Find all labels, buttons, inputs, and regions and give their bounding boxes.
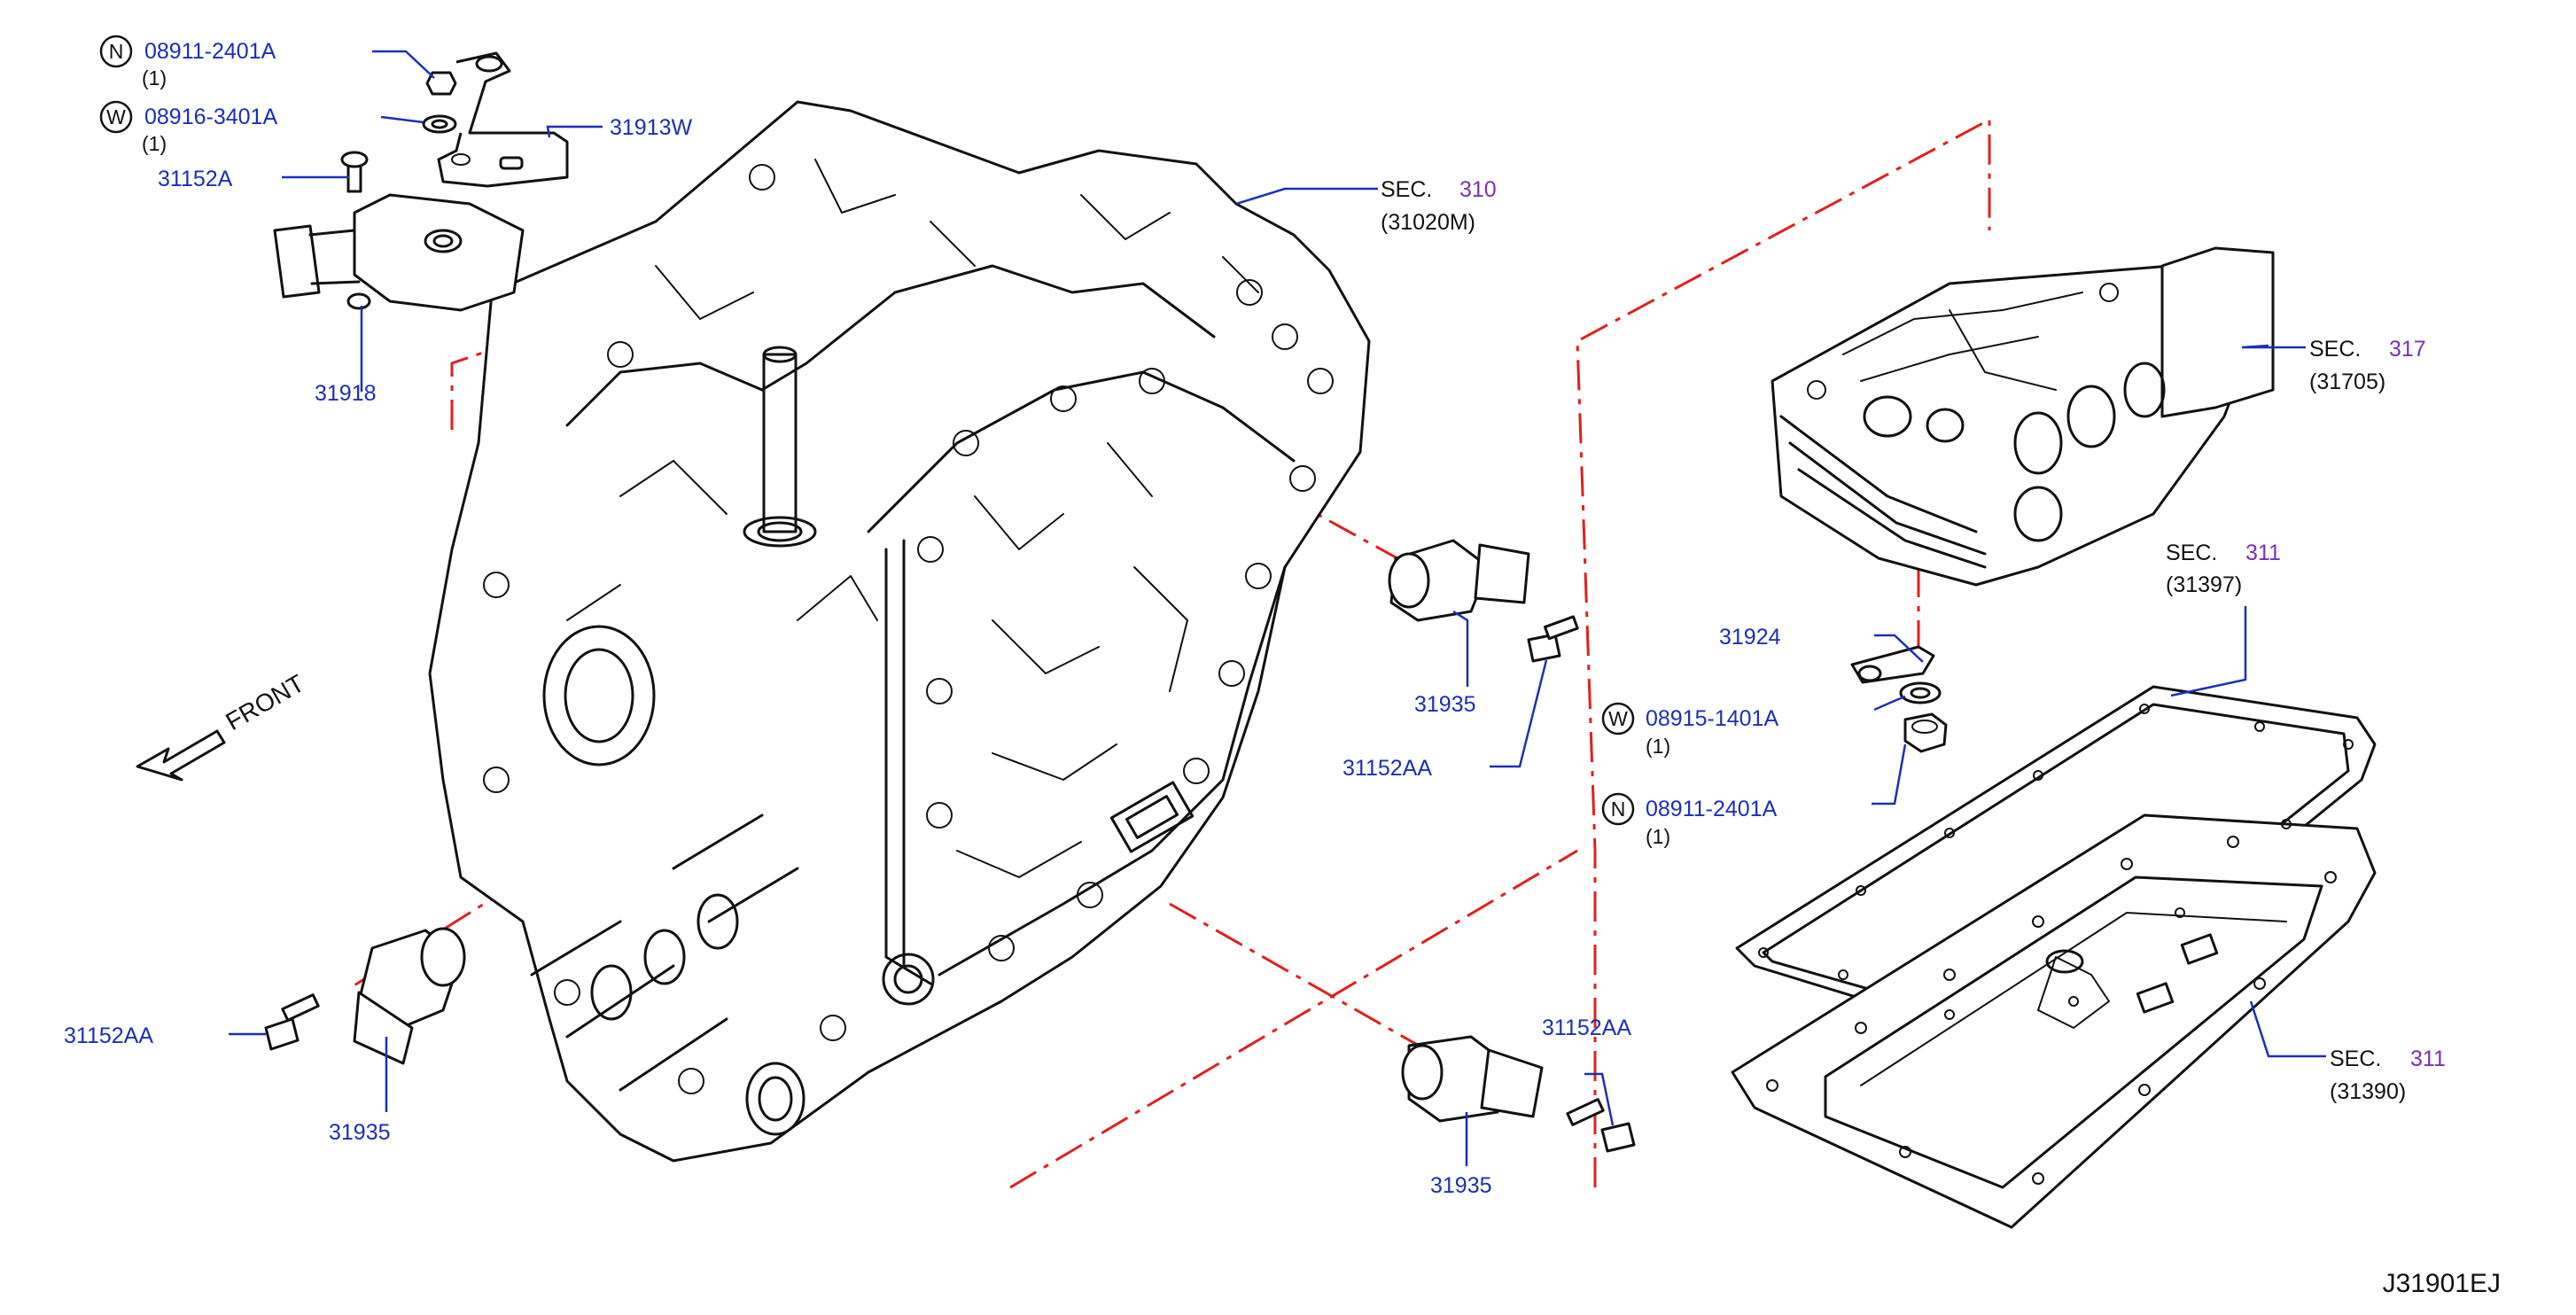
section-label: SEC.	[1381, 177, 1432, 202]
callout-part-number: 31935	[1430, 1173, 1492, 1198]
callout-labels: N 08911-2401A (1) W 08916-3401A (1) 3191…	[64, 35, 2501, 1298]
control-valve-assembly	[1771, 246, 2275, 587]
callout-part-number: 31152AA	[1342, 756, 1432, 781]
front-direction-indicator: FRONT	[136, 669, 309, 782]
callout-prefix: N	[1611, 798, 1626, 821]
n-marker-icon	[1601, 792, 1635, 826]
31152aa-bolt-left	[264, 1017, 300, 1051]
callout-quantity: (1)	[1646, 735, 1670, 758]
callout-prefix: W	[1608, 707, 1628, 730]
assembly-line-sensor-right	[1235, 468, 1414, 569]
callout-part-number: 31935	[1414, 692, 1476, 717]
callout-quantity: (1)	[142, 66, 167, 89]
section-number: 311	[2245, 541, 2281, 565]
section-ref: (31390)	[2330, 1079, 2406, 1104]
callout-prefix: N	[109, 40, 124, 63]
section-number: 310	[1459, 177, 1497, 202]
callout-part-number: 08916-3401A	[144, 105, 277, 129]
section-label: SEC.	[2309, 337, 2361, 362]
n-marker-icon	[99, 35, 133, 68]
section-ref: (31397)	[2166, 572, 2242, 597]
callout-prefix: W	[106, 105, 126, 128]
section-number: 317	[2389, 337, 2426, 362]
transmission-case	[428, 100, 1371, 1163]
section-label: SEC.	[2330, 1047, 2381, 1071]
shift-position-sensor-assembly	[273, 51, 569, 312]
leader-lines	[229, 50, 2326, 1166]
oil-pan-assembly	[1731, 685, 2377, 1229]
w-marker-icon	[99, 100, 133, 134]
08916-3401a-washer	[422, 114, 457, 134]
callout-part-number: 08915-1401A	[1646, 706, 1778, 731]
assembly-line-valve-lower	[1009, 849, 1578, 1189]
callout-part-number: 31152AA	[64, 1023, 153, 1048]
31152aa-bolt-bottom	[1600, 1122, 1636, 1153]
front-arrow-icon	[136, 729, 226, 782]
callout-part-number: 31924	[1719, 625, 1781, 650]
section-label: SEC.	[2166, 541, 2217, 565]
oil-pan	[1731, 813, 2377, 1229]
front-label: FRONT	[222, 669, 309, 735]
callout-part-number: 31152AA	[1542, 1015, 1631, 1040]
callout-part-number: 08911-2401A	[1646, 797, 1778, 821]
w-marker-icon	[1601, 702, 1635, 735]
speed-sensor-right	[1388, 539, 1579, 663]
valve-small-parts	[1850, 645, 1948, 753]
diagram-id: J31901EJ	[2383, 1269, 2501, 1298]
assembly-line-sensor-bottom	[1169, 902, 1459, 1070]
08915-1401a-washer	[1899, 681, 1942, 704]
section-number: 311	[2410, 1047, 2446, 1071]
assembly-line-control-valve	[1576, 117, 1991, 1187]
speed-sensor-bottom	[1401, 1035, 1636, 1153]
speed-sensor-left	[264, 927, 466, 1065]
31913w-bracket	[437, 51, 569, 188]
31152aa-bolt-right	[1527, 633, 1561, 663]
callout-part-number: 31918	[315, 381, 377, 406]
callout-part-number: 08911-2401A	[144, 39, 276, 64]
callout-part-number: 31935	[329, 1120, 391, 1145]
callout-part-number: 31913W	[610, 115, 693, 140]
callout-quantity: (1)	[1646, 825, 1670, 848]
section-ref: (31020M)	[1381, 210, 1475, 235]
callout-part-number: 31152A	[158, 167, 233, 191]
section-ref: (31705)	[2309, 370, 2385, 394]
callout-quantity: (1)	[142, 132, 167, 155]
